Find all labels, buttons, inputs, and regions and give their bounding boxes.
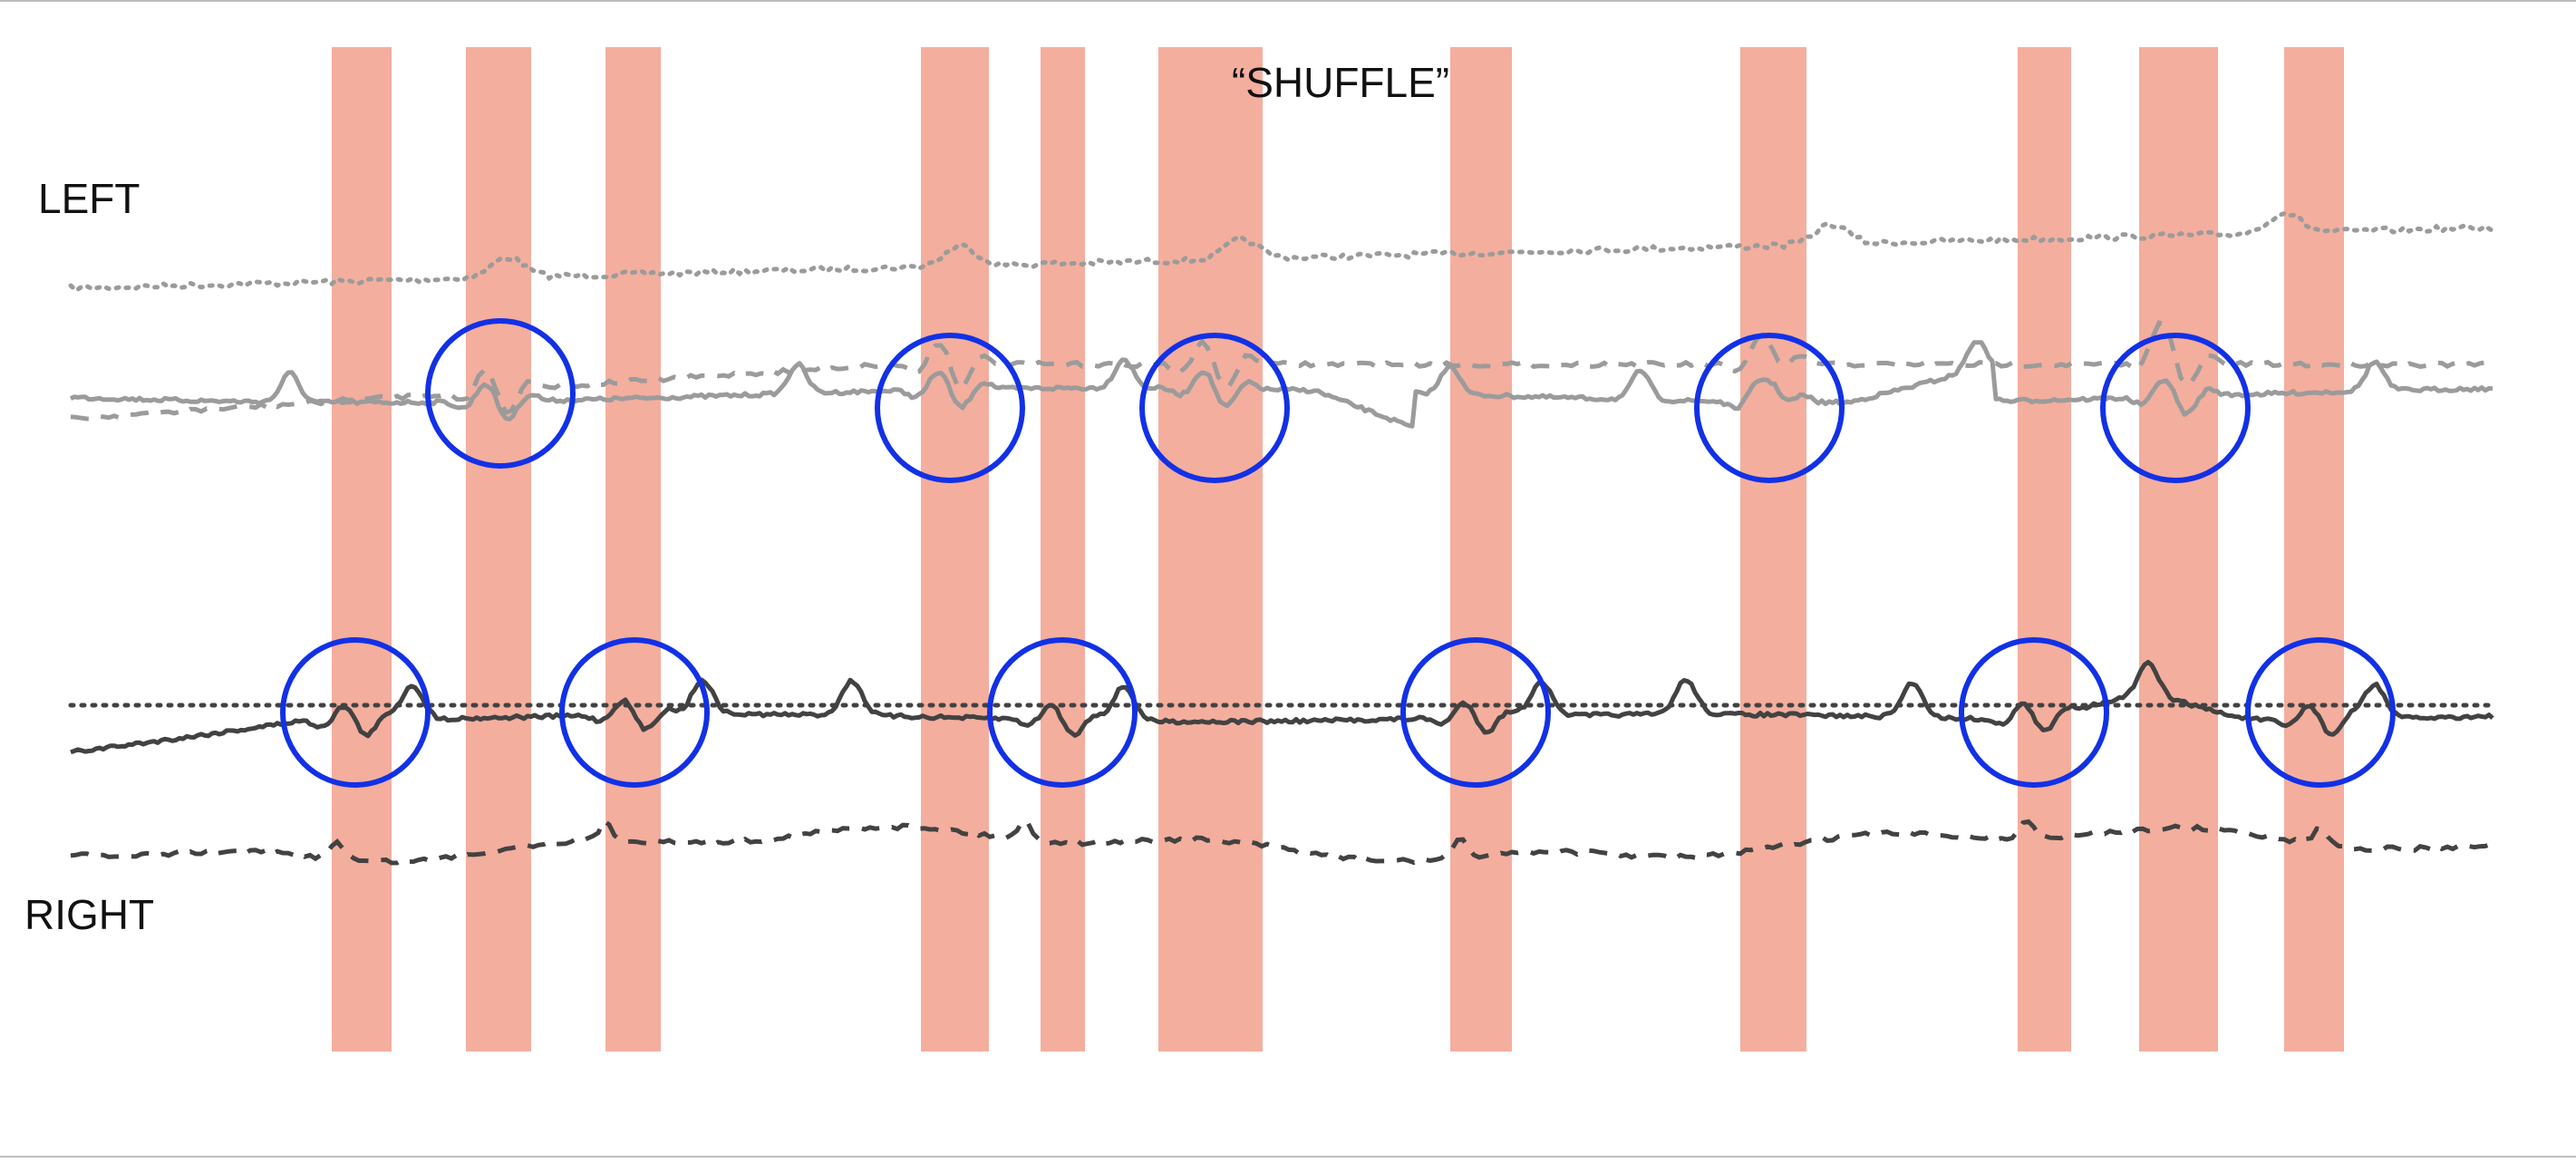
highlight-band	[332, 47, 392, 1052]
highlight-band	[921, 47, 989, 1052]
highlight-circle	[1139, 333, 1290, 483]
right-dashed-trace	[70, 817, 2492, 866]
highlight-band	[1041, 47, 1085, 1052]
highlight-circle	[2100, 333, 2251, 483]
signal-traces	[68, 210, 2495, 866]
highlight-circle	[875, 333, 1025, 483]
highlight-band	[1740, 47, 1806, 1052]
highlight-circles	[280, 318, 2396, 788]
highlight-band	[2284, 47, 2344, 1052]
highlight-band	[2018, 47, 2071, 1052]
highlight-band	[466, 47, 531, 1052]
left-dotted-trace	[68, 210, 2494, 294]
right-solid-trace	[70, 660, 2494, 755]
diagram-title: “SHUFFLE”	[1231, 59, 1450, 106]
left-dashed-trace	[70, 320, 2492, 422]
highlight-circle	[2245, 637, 2396, 788]
highlight-band	[605, 47, 661, 1052]
highlight-bands	[332, 47, 2344, 1052]
figure-frame-bottom	[0, 1156, 2576, 1158]
left-channel-label: LEFT	[38, 175, 140, 222]
highlight-circle	[1959, 637, 2109, 788]
highlight-circle	[987, 637, 1138, 788]
right-channel-label: RIGHT	[24, 891, 155, 938]
highlight-circle	[1694, 333, 1845, 483]
highlight-band	[1450, 47, 1512, 1052]
highlight-band	[1158, 47, 1263, 1052]
figure-frame-top	[0, 0, 2576, 2]
highlight-band	[2139, 47, 2218, 1052]
highlight-circle	[280, 637, 431, 788]
highlight-circle	[1400, 637, 1551, 788]
highlight-circle	[559, 637, 710, 788]
highlight-circle	[425, 318, 576, 469]
